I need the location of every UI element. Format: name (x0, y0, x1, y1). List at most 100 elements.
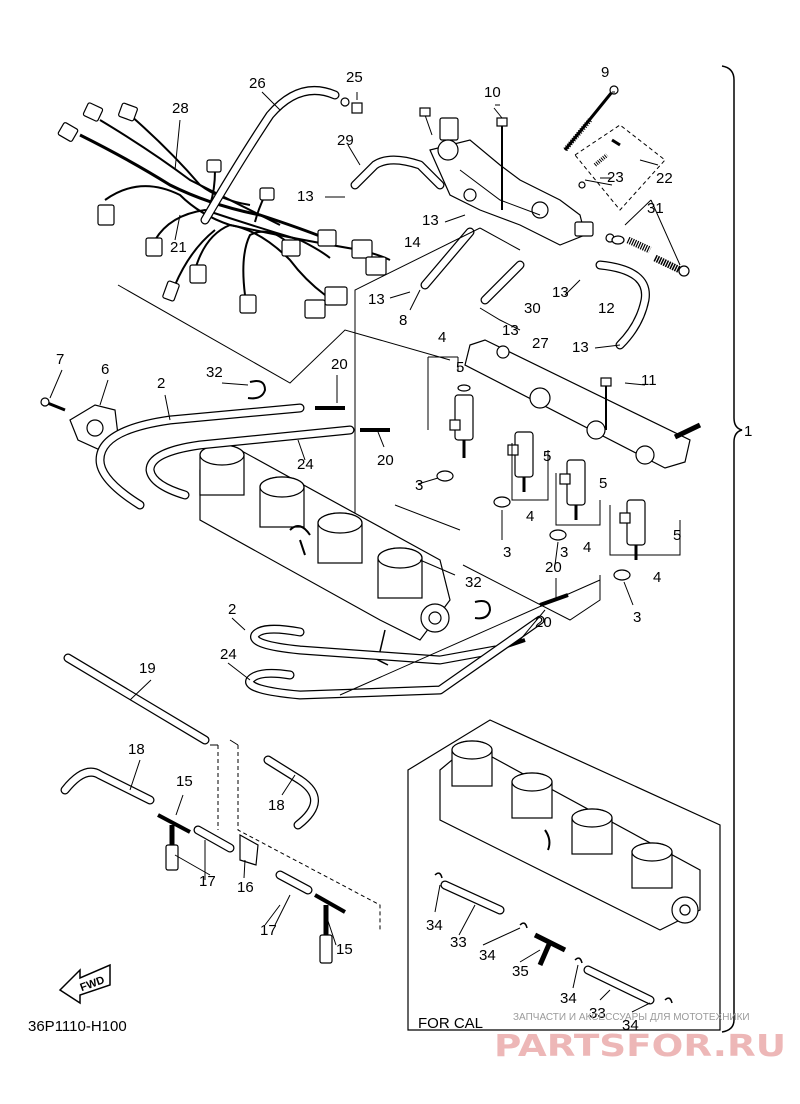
callout-labels: 1 2 2 3 3 3 3 4 4 4 4 5 5 5 5 6 7 8 9 10… (56, 64, 752, 1034)
seal-3a (436, 470, 454, 482)
fuel-rail-27 (464, 339, 702, 469)
callout-4: 4 (526, 508, 534, 525)
for-cal-inset (407, 719, 721, 1031)
frame-lines (339, 504, 601, 696)
callout-1: 1 (744, 423, 752, 440)
hose-12 (595, 260, 650, 350)
throttle-body-assembly (199, 444, 451, 666)
hose-24-upper (145, 425, 355, 500)
callout-34: 34 (479, 947, 496, 964)
wire-harness (57, 102, 391, 319)
callout-35: 35 (512, 963, 529, 980)
callout-4: 4 (653, 569, 661, 586)
callout-34: 34 (560, 990, 577, 1007)
reference-lines (117, 227, 521, 520)
injector-2 (507, 431, 534, 492)
callout-11: 11 (641, 372, 657, 389)
seal-3d (613, 569, 631, 581)
callout-17: 17 (260, 922, 277, 939)
injector-1 (449, 384, 474, 458)
callout-32: 32 (206, 364, 223, 381)
callout-22: 22 (656, 170, 673, 187)
callout-31: 31 (647, 200, 664, 217)
callout-3: 3 (415, 477, 423, 494)
injector-3 (559, 459, 586, 520)
callout-34: 34 (622, 1017, 639, 1034)
label-leaders (49, 91, 681, 1013)
assembly-bracket (721, 65, 743, 1033)
clip-32a (247, 380, 267, 400)
callout-4: 4 (583, 539, 591, 556)
callout-7: 7 (56, 351, 64, 368)
fitting-15b (314, 893, 346, 964)
callout-21: 21 (170, 239, 187, 256)
callout-18: 18 (128, 741, 145, 758)
reference-box-lower (217, 745, 381, 930)
callout-8: 8 (399, 312, 407, 329)
fitting-16 (239, 833, 259, 866)
screw-7 (40, 397, 66, 412)
hose-29 (350, 155, 445, 190)
callout-32: 32 (465, 574, 482, 591)
callout-5: 5 (599, 475, 607, 492)
leader-lines-lower (210, 739, 239, 746)
hose-26 (200, 86, 340, 225)
callout-13: 13 (552, 284, 569, 301)
callout-24: 24 (220, 646, 237, 663)
callout-34: 34 (426, 917, 443, 934)
callout-6: 6 (101, 361, 109, 378)
clip-32b (474, 600, 492, 620)
callout-16: 16 (237, 879, 254, 896)
callout-20: 20 (535, 614, 552, 631)
callout-9: 9 (601, 64, 609, 81)
hose-14 (420, 227, 475, 290)
callout-13: 13 (368, 291, 385, 308)
callout-28: 28 (172, 100, 189, 117)
callout-3: 3 (633, 609, 641, 626)
callout-20: 20 (377, 452, 394, 469)
callout-33: 33 (589, 1005, 606, 1022)
callout-14: 14 (404, 234, 421, 251)
watermark-subtitle: ЗАПЧАСТИ И АКСЕССУАРЫ ДЛЯ МОТОТЕХНИКИ (513, 1012, 750, 1023)
callout-5: 5 (673, 527, 681, 544)
hose-17b (275, 870, 313, 895)
callout-2: 2 (228, 601, 236, 618)
fitting-15a (157, 813, 191, 871)
callout-25: 25 (346, 69, 363, 86)
injector-4 (619, 499, 646, 560)
callout-24: 24 (297, 456, 314, 473)
diagram-code: 36P1110-H100 (28, 1018, 127, 1035)
callout-30: 30 (524, 300, 541, 317)
seal-3c (549, 529, 567, 541)
fitting-25 (340, 97, 350, 107)
callout-15: 15 (176, 773, 193, 790)
hose-19 (63, 653, 210, 745)
callout-5: 5 (456, 359, 464, 376)
bolt-9 (563, 85, 619, 152)
fwd-arrow-icon: FWD (58, 963, 111, 1005)
hose-18b (263, 755, 319, 830)
callout-27: 27 (532, 335, 549, 352)
callout-26: 26 (249, 75, 266, 92)
callout-10: 10 (484, 84, 501, 101)
seal-3b (493, 496, 511, 508)
callout-13: 13 (422, 212, 439, 229)
callout-29: 29 (337, 132, 354, 149)
callout-2: 2 (157, 375, 165, 392)
callout-13: 13 (572, 339, 589, 356)
callout-13: 13 (502, 322, 519, 339)
hose-30 (480, 260, 525, 305)
callout-5: 5 (543, 448, 551, 465)
screw-31 (611, 235, 690, 277)
clip-25 (351, 102, 363, 114)
hose-2-lower (250, 624, 500, 665)
leader-4-5 (427, 356, 681, 556)
pressure-regulator-assembly (419, 107, 615, 246)
callout-19: 19 (139, 660, 156, 677)
callout-23: 23 (607, 169, 624, 186)
hose-2-upper (95, 403, 305, 510)
inset-label: FOR CAL (418, 1015, 483, 1032)
callout-12: 12 (598, 300, 615, 317)
hose-24-lower (245, 615, 545, 700)
